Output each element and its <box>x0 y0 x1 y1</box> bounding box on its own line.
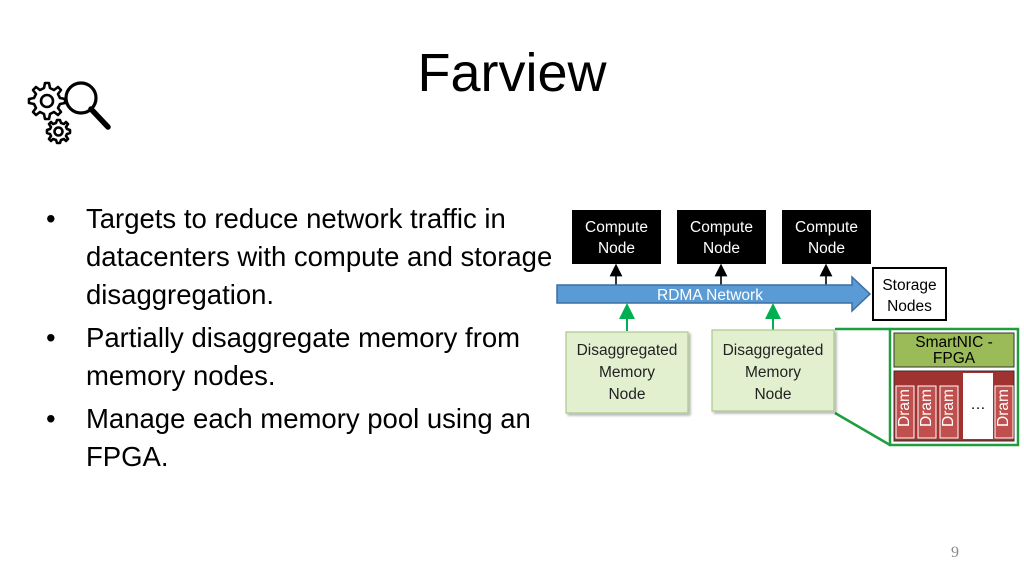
smartnic-label: FPGA <box>933 350 976 367</box>
smartnic-label: SmartNIC - <box>915 334 993 351</box>
svg-text:Node: Node <box>808 240 845 257</box>
memory-node-label: Disaggregated <box>577 342 678 359</box>
dram-ellipsis: … <box>963 373 993 439</box>
svg-text:Compute: Compute <box>795 219 858 236</box>
bullet-item: Manage each memory pool using an FPGA. <box>44 400 559 476</box>
memory-node-label: Memory <box>745 364 801 381</box>
rdma-network-arrow: RDMA Network <box>556 275 872 313</box>
svg-text:Nodes: Nodes <box>887 298 932 315</box>
storage-nodes-box: Storage Nodes <box>872 267 947 321</box>
dram-module: Dram <box>939 385 959 439</box>
dram-module: Dram <box>895 385 915 439</box>
memory-to-network-arrows <box>619 303 781 331</box>
memory-node <box>565 331 689 414</box>
svg-text:Compute: Compute <box>585 219 648 236</box>
svg-text:Node: Node <box>598 240 635 257</box>
svg-text:Storage: Storage <box>882 277 936 294</box>
gears-magnifier-icon <box>27 81 111 145</box>
svg-text:Dram: Dram <box>918 389 935 427</box>
dram-module: Dram <box>994 385 1014 439</box>
memory-node-label: Node <box>608 386 645 403</box>
svg-text:Dram: Dram <box>995 389 1012 427</box>
page-number: 9 <box>951 544 959 561</box>
farview-architecture-diagram: Compute Node Compute Node Compute Node R… <box>556 210 1020 447</box>
svg-text:Node: Node <box>703 240 740 257</box>
compute-node: Compute Node <box>677 210 766 264</box>
slide-title: Farview <box>417 43 607 103</box>
bullet-item: Partially disaggregate memory from memor… <box>44 319 559 395</box>
memory-node <box>711 329 835 412</box>
memory-node-label: Disaggregated <box>723 342 824 359</box>
compute-node: Compute Node <box>572 210 661 264</box>
bullet-item: Targets to reduce network traffic in dat… <box>44 200 559 314</box>
bullet-list: Targets to reduce network traffic in dat… <box>44 200 559 481</box>
memory-node-label: Node <box>754 386 791 403</box>
memory-node-label: Memory <box>599 364 655 381</box>
dram-module: Dram <box>917 385 937 439</box>
svg-text:RDMA Network: RDMA Network <box>657 287 763 304</box>
svg-text:Dram: Dram <box>896 389 913 427</box>
zoom-connector <box>834 327 891 447</box>
compute-node: Compute Node <box>782 210 871 264</box>
network-to-compute-arrows <box>609 263 833 285</box>
svg-text:Dram: Dram <box>940 389 957 427</box>
svg-text:Compute: Compute <box>690 219 753 236</box>
svg-text:…: … <box>970 396 986 413</box>
